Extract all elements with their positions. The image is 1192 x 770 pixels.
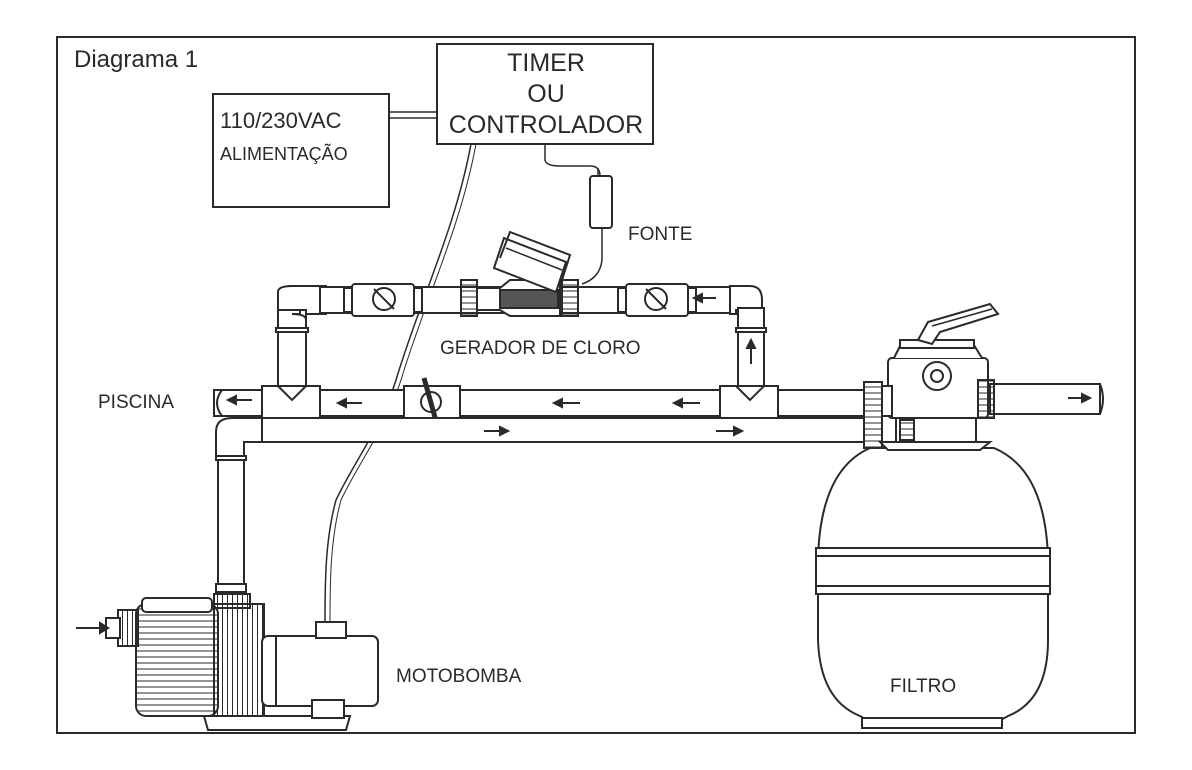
pump-riser-pipe — [217, 455, 245, 593]
timer-line-2: OU — [527, 80, 565, 108]
union-fitting-icon — [561, 279, 579, 317]
power-box-label: 110/230VAC — [220, 108, 342, 133]
gerador-cable — [581, 228, 603, 285]
timer-line-3: CONTROLADOR — [448, 111, 644, 139]
timer-line-1: TIMER — [507, 49, 585, 77]
pump-elbow — [215, 417, 263, 461]
motor-cable — [324, 143, 472, 623]
filter-band — [815, 547, 1051, 595]
union-fitting-icon — [977, 379, 995, 419]
fonte-cable — [544, 144, 601, 177]
chlorinator-head — [492, 236, 568, 294]
diagram-frame — [56, 36, 1136, 734]
suction-pipe — [237, 417, 865, 443]
right-tee — [719, 385, 779, 421]
right-riser-pipe — [737, 307, 765, 387]
piscina-label: PISCINA — [98, 392, 175, 413]
pump-motor — [261, 635, 379, 707]
power-box-sublabel: ALIMENTAÇÃO — [220, 144, 348, 164]
power-box — [212, 93, 390, 208]
union-fitting-icon — [460, 279, 478, 317]
fonte-label: FONTE — [628, 224, 693, 245]
timer-box-label: TIMER OU CONTROLADOR — [436, 48, 656, 141]
pump-body — [213, 603, 265, 723]
left-elbow — [277, 285, 327, 315]
union-fitting-icon — [863, 381, 883, 449]
pump-base — [202, 715, 352, 731]
diagram-title: Diagrama 1 — [74, 46, 199, 73]
motor-junction-box — [315, 621, 347, 639]
motobomba-label: MOTOBOMBA — [396, 666, 522, 687]
left-tee — [261, 385, 321, 421]
pump-strainer — [135, 603, 219, 717]
pool-outlet — [216, 389, 223, 417]
filter-waste-pipe — [989, 383, 1101, 415]
valve-handle — [916, 302, 1000, 346]
filtro-label: FILTRO — [890, 676, 957, 697]
gerador-label: GERADOR DE CLORO — [440, 338, 641, 359]
fonte-transformer — [589, 175, 613, 229]
